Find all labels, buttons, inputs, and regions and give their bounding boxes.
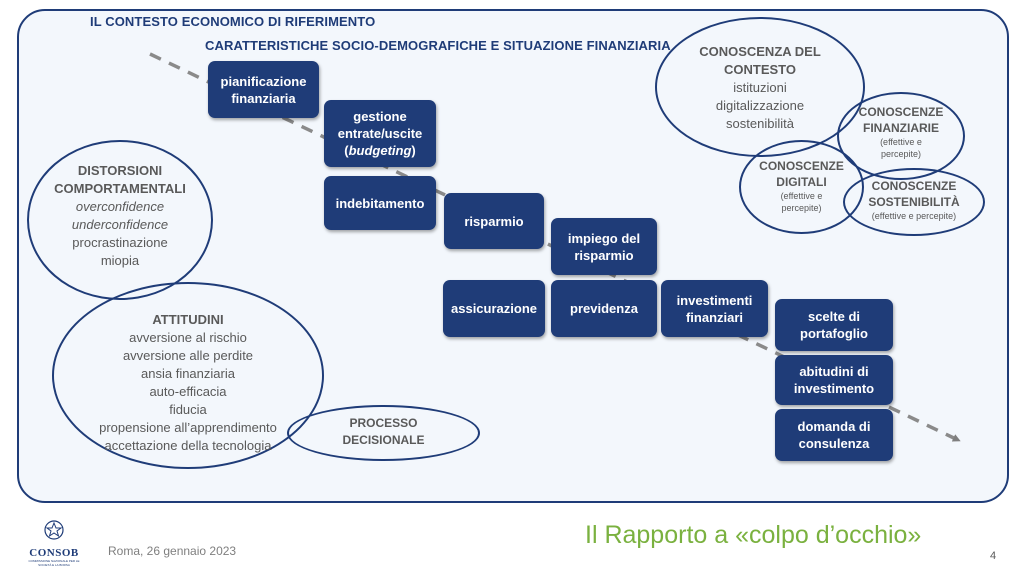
attitudini-text: ATTITUDINI avversione al rischio avversi…	[60, 311, 316, 455]
attitudine-item: fiducia	[169, 402, 207, 417]
sostenibilita-text: CONOSCENZE SOSTENIBILITÀ (effettive e pe…	[847, 178, 981, 222]
distorsione-item: procrastinazione	[72, 235, 168, 250]
attitudine-item: avversione al rischio	[129, 330, 247, 345]
sostenibilita-title: CONOSCENZE SOSTENIBILITÀ	[868, 179, 960, 209]
header-context: IL CONTESTO ECONOMICO DI RIFERIMENTO	[90, 14, 376, 29]
attitudine-item: accettazione della tecnologia	[104, 438, 272, 453]
logo-text: CONSOB	[29, 547, 79, 559]
distorsione-item: underconfidence	[71, 217, 169, 232]
distorsioni-text: DISTORSIONI COMPORTAMENTALI overconfiden…	[30, 162, 210, 270]
step-abitudini: abitudini di investimento	[775, 355, 893, 405]
ellipse-attitudini	[52, 282, 324, 469]
attitudine-item: ansia finanziaria	[141, 366, 235, 381]
processo-text: PROCESSO DECISIONALE	[290, 415, 477, 449]
digitali-title: CONOSCENZE DIGITALI	[759, 159, 844, 189]
attitudine-item: propensione all’apprendimento	[99, 420, 277, 435]
step-scelte: scelte di portafoglio	[775, 299, 893, 351]
step-domanda: domanda di consulenza	[775, 409, 893, 461]
attitudine-item: avversione alle perdite	[122, 348, 254, 363]
emblem-icon	[44, 520, 64, 540]
contesto-item: digitalizzazione	[715, 98, 805, 113]
budgeting-label: budgeting	[348, 143, 412, 158]
header-socio: CARATTERISTICHE SOCIO-DEMOGRAFICHE E SIT…	[205, 38, 671, 53]
step-assicurazione: assicurazione	[443, 280, 545, 337]
step-risparmio: risparmio	[444, 193, 544, 249]
digitali-note: (effettive e percepite)	[780, 191, 823, 213]
step-investimenti: investimenti finanziari	[661, 280, 768, 337]
distorsione-item: miopia	[100, 253, 140, 268]
contesto-item: sostenibilità	[726, 116, 794, 131]
finanziarie-note: (effettive e percepite)	[880, 137, 922, 159]
contesto-title: CONOSCENZA DEL CONTESTO	[699, 44, 821, 77]
step-gestione: gestione entrate/uscite (budgeting)	[324, 100, 436, 167]
digitali-text: CONOSCENZE DIGITALI (effettive e percepi…	[744, 158, 859, 214]
sostenibilita-note: (effettive e percepite)	[871, 211, 957, 221]
step-impiego: impiego del risparmio	[551, 218, 657, 275]
ellipse-sostenibilita	[843, 168, 985, 236]
footer-date: Roma, 26 gennaio 2023	[108, 544, 237, 558]
consob-logo: CONSOB COMMISSIONE NAZIONALE PER LE SOCI…	[24, 518, 84, 574]
logo-subtitle: COMMISSIONE NAZIONALE PER LE SOCIETÀ E L…	[28, 559, 80, 567]
step-indebitamento: indebitamento	[324, 176, 436, 230]
step-pianificazione: pianificazione finanziaria	[208, 61, 319, 118]
contesto-item: istituzioni	[733, 80, 787, 95]
step-previdenza: previdenza	[551, 280, 657, 337]
finanziarie-text: CONOSCENZE FINANZIARIE (effettive e perc…	[845, 104, 957, 160]
distorsione-item: overconfidence	[75, 199, 165, 214]
distorsioni-title: DISTORSIONI COMPORTAMENTALI	[54, 163, 186, 196]
ellipse-processo	[287, 405, 480, 461]
attitudine-item: auto-efficacia	[149, 384, 227, 399]
finanziarie-title: CONOSCENZE FINANZIARIE	[858, 105, 944, 135]
attitudini-title: ATTITUDINI	[152, 312, 224, 327]
page-number: 4	[990, 550, 997, 562]
processo-title: PROCESSO DECISIONALE	[342, 416, 425, 447]
contesto-text: CONOSCENZA DEL CONTESTO istituzioni digi…	[660, 43, 860, 133]
footer-title: Il Rapporto a «colpo d’occhio»	[585, 521, 922, 549]
